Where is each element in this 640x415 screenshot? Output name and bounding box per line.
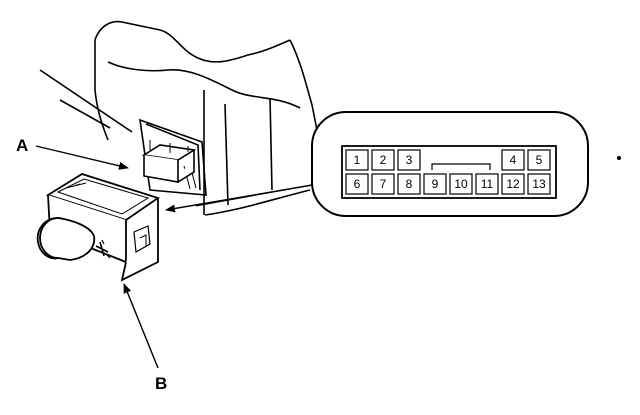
arrow-b [123, 283, 159, 369]
arrow-a [35, 145, 129, 170]
pin-number: 8 [406, 177, 413, 191]
pin-number: 11 [481, 177, 494, 191]
callout-b-label: B [155, 374, 167, 393]
pin-number: 13 [532, 177, 546, 191]
pin-number: 9 [432, 177, 439, 191]
switch-b [36, 173, 161, 282]
connector-key-slot [431, 163, 491, 170]
pin-cell-9 [423, 173, 447, 195]
pin-number: 3 [406, 153, 413, 167]
pin-cell-6 [345, 173, 369, 195]
pin-cell-3 [397, 149, 421, 171]
pin-number: 7 [380, 177, 387, 191]
pin-cell-12 [501, 173, 525, 195]
callout-a-label: A [16, 136, 28, 155]
pin-cell-4 [501, 149, 525, 171]
pin-cell-10 [449, 173, 473, 195]
pin-number: 1 [354, 153, 361, 167]
pin-number: 10 [454, 177, 468, 191]
arrow-to-connector [195, 183, 319, 207]
pin-cell-7 [371, 173, 395, 195]
pin-number: 12 [506, 177, 520, 191]
pin-number: 4 [510, 153, 517, 167]
dial-symbol-icon [95, 239, 111, 259]
connector-a [141, 140, 197, 183]
pin-cell-2 [371, 149, 395, 171]
pin-number: 5 [536, 153, 543, 167]
callout-arrows [35, 145, 319, 369]
pin-cell-13 [527, 173, 551, 195]
pin-number: 6 [354, 177, 361, 191]
dashboard-panel [39, 20, 319, 216]
pin-number: 2 [380, 153, 387, 167]
pin-cell-8 [397, 173, 421, 195]
stray-dot [617, 156, 621, 160]
pin-cell-1 [345, 149, 369, 171]
pin-cell-11 [475, 173, 499, 195]
pin-cell-5 [527, 149, 551, 171]
